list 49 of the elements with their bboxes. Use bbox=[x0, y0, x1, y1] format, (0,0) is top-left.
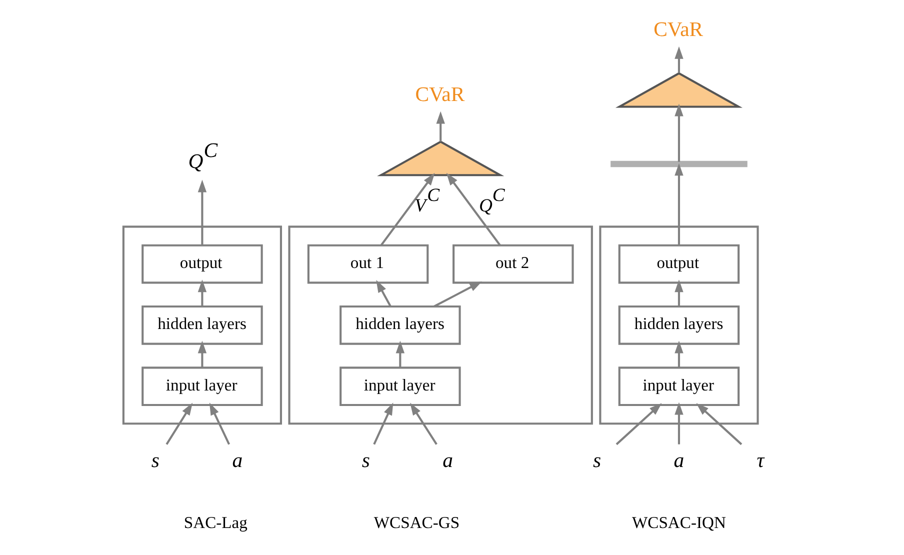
node-box: hidden layers bbox=[340, 305, 461, 345]
node-box: out 2 bbox=[452, 244, 574, 284]
node-box: input layer bbox=[142, 366, 263, 406]
arrow bbox=[410, 402, 438, 445]
cluster bbox=[599, 226, 759, 425]
node-box: input layer bbox=[340, 366, 461, 406]
node-text: s bbox=[362, 450, 370, 472]
node-text: CVaR bbox=[415, 84, 465, 106]
arrow bbox=[380, 172, 435, 246]
node-box: input layer bbox=[618, 366, 740, 406]
arrow bbox=[674, 340, 684, 368]
node-text: a bbox=[674, 450, 684, 472]
arrow bbox=[674, 280, 684, 306]
arrow bbox=[198, 180, 207, 246]
node-curve bbox=[615, 72, 743, 108]
node-text: s bbox=[151, 450, 160, 472]
node-box: output bbox=[618, 244, 740, 284]
arrow bbox=[166, 402, 193, 445]
arrow bbox=[446, 172, 501, 246]
arrow bbox=[674, 46, 684, 73]
arrow bbox=[616, 403, 662, 446]
arrow bbox=[198, 280, 207, 306]
cluster bbox=[288, 226, 593, 425]
arrow bbox=[434, 281, 482, 308]
node-text: τ bbox=[756, 450, 764, 472]
label: WCSAC-IQN bbox=[632, 513, 726, 532]
node-text: a bbox=[232, 450, 243, 472]
node-box: output bbox=[142, 244, 263, 284]
label: WCSAC-GS bbox=[374, 513, 460, 532]
arrow bbox=[396, 340, 405, 368]
arrow bbox=[696, 403, 742, 446]
node-curve bbox=[377, 140, 504, 176]
arrow bbox=[674, 104, 684, 162]
cluster bbox=[122, 226, 282, 425]
arrow bbox=[198, 340, 207, 368]
node-text: a bbox=[442, 450, 454, 472]
node-box: hidden layers bbox=[142, 305, 263, 345]
label: SAC-Lag bbox=[184, 513, 248, 532]
node-box: out 1 bbox=[307, 244, 429, 284]
arrow bbox=[209, 402, 230, 445]
node-box: hidden layers bbox=[618, 305, 740, 345]
arrow bbox=[376, 280, 392, 307]
node-text: CVaR bbox=[654, 19, 704, 41]
arrow bbox=[436, 111, 445, 142]
node-bar bbox=[610, 160, 748, 168]
arrow bbox=[373, 402, 394, 445]
arrow bbox=[674, 163, 684, 246]
node-text: s bbox=[592, 450, 602, 472]
arrow bbox=[674, 402, 684, 444]
